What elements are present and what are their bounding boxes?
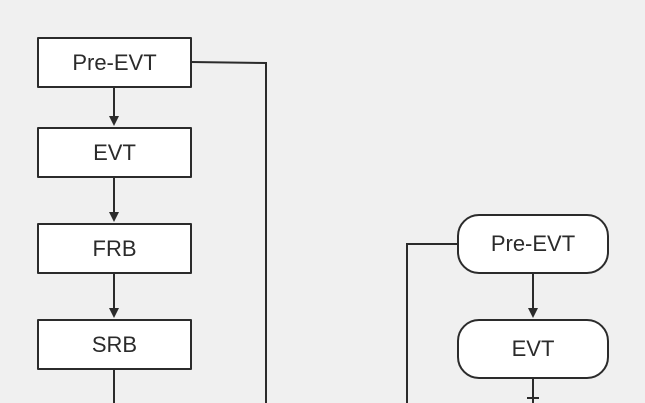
node-label: FRB <box>92 235 137 261</box>
node-pre-evt[interactable]: Pre-EVT <box>37 37 192 88</box>
node-evt[interactable]: EVT <box>37 127 192 178</box>
node-evt-right[interactable]: EVT <box>457 319 609 379</box>
node-label: SRB <box>91 331 138 357</box>
connector-left-preevt-branch <box>190 61 267 403</box>
node-label: Pre-EVT <box>72 49 157 75</box>
node-label: EVT <box>93 139 136 165</box>
node-label: Pre-EVT <box>490 231 576 256</box>
node-srb[interactable]: SRB <box>37 319 192 370</box>
node-frb[interactable]: FRB <box>37 223 192 274</box>
node-label: EVT <box>511 336 555 361</box>
connector-right-preevt-branch <box>406 243 459 403</box>
node-pre-evt-right[interactable]: Pre-EVT <box>457 214 609 274</box>
